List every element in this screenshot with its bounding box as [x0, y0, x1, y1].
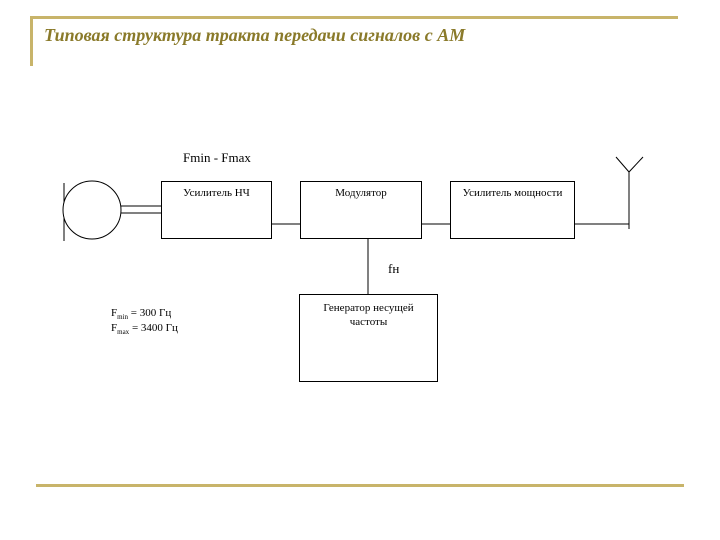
frequency-range-label: Fmin - Fmax [183, 150, 251, 165]
slide-title: Типовая структура тракта передачи сигнал… [44, 25, 466, 45]
carrier-frequency-label: fн [388, 261, 400, 276]
fmin-value: = 300 Гц [128, 307, 172, 319]
modulator-block: Модулятор [300, 181, 422, 239]
fmax-spec: Fmax = 3400 Гц [111, 322, 178, 336]
header-side-rule [30, 16, 33, 66]
lf-amplifier-block: Усилитель НЧ [161, 181, 272, 239]
antenna-icon [615, 156, 644, 229]
footer-rule [36, 484, 684, 487]
microphone-icon [62, 180, 122, 241]
power-amplifier-label: Усилитель мощности [462, 187, 563, 199]
carrier-generator-block: Генератор несущей частоты [299, 294, 438, 382]
fmax-subscript: max [117, 328, 130, 337]
lf-amplifier-label: Усилитель НЧ [183, 187, 250, 199]
fmax-value: = 3400 Гц [129, 322, 178, 334]
header-rule [30, 16, 678, 19]
power-amplifier-block: Усилитель мощности [450, 181, 575, 239]
carrier-generator-label: Генератор несущей частоты [323, 302, 414, 328]
modulator-label: Модулятор [335, 187, 387, 199]
fmin-symbol: F [111, 307, 118, 319]
fmax-symbol: F [111, 322, 118, 334]
fmin-subscript: min [117, 313, 129, 322]
fmin-spec: Fmin = 300 Гц [111, 307, 171, 321]
